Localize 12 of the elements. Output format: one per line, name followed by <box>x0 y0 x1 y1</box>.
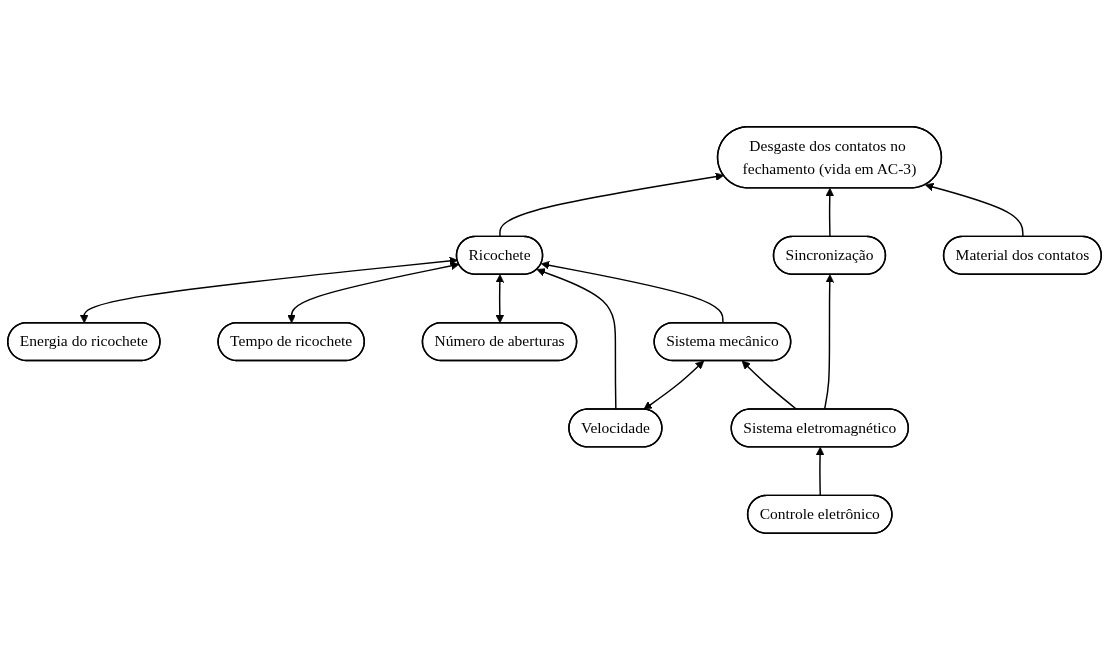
arrow <box>79 256 458 324</box>
arrow <box>499 172 725 238</box>
arrow <box>825 188 835 238</box>
arrow <box>540 261 724 324</box>
arrow <box>815 446 825 497</box>
arrow <box>495 274 505 324</box>
arrow <box>536 268 617 411</box>
arrow <box>643 360 705 410</box>
arrow <box>741 360 798 411</box>
arrow <box>287 261 460 324</box>
arrow <box>823 274 835 411</box>
arrow <box>925 182 1024 238</box>
